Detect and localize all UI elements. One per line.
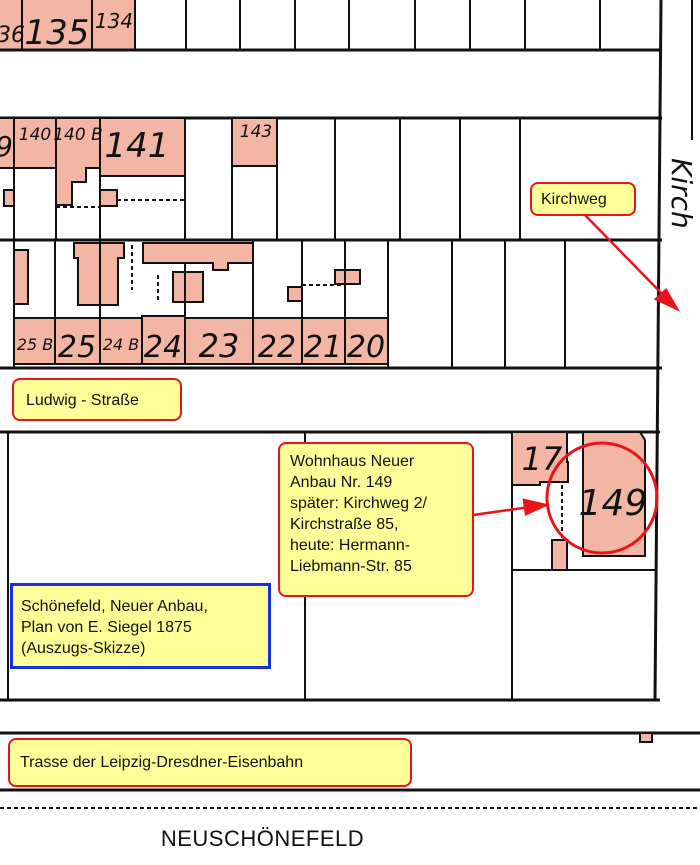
lot-number: 25 — [58, 330, 96, 365]
lot-number-149: 149 — [579, 483, 648, 524]
lot-number: 140 — [19, 125, 51, 145]
callout-line: Anbau Nr. 149 — [290, 474, 393, 491]
arrow-kirchweg — [584, 214, 681, 312]
lot-number: 141 — [105, 126, 170, 166]
lot-number: 17 — [522, 440, 563, 478]
lot-24 — [141, 315, 186, 365]
callout-line: Liebmann-Str. 85 — [290, 558, 412, 575]
outbuilding — [334, 269, 361, 285]
outbuilding — [13, 249, 29, 305]
callout-line: später: Kirchweg 2/ — [290, 495, 427, 512]
lot-23 — [184, 317, 254, 365]
label-railway: Trasse der Leipzig-Dresdner-Eisenbahn — [8, 738, 412, 787]
lot-number: 25 B — [17, 335, 53, 354]
callout-wohnhaus-149: Wohnhaus Neuer Anbau Nr. 149 später: Kir… — [278, 442, 474, 597]
lot-number: 24 B — [103, 335, 139, 354]
outbuilding — [3, 189, 15, 207]
district-title: NEUSCHÖNEFELD — [160, 826, 365, 851]
outbuilding — [142, 242, 254, 271]
lot-20 — [344, 317, 389, 365]
outbuilding — [172, 271, 204, 303]
map-caption: Schönefeld, Neuer Anbau, Plan von E. Sie… — [10, 583, 271, 669]
caption-line: (Auszugs-Skizze) — [21, 640, 146, 657]
lot-135 — [21, 0, 93, 51]
kirch-street-edge — [653, 0, 663, 701]
lot-number: 22 — [258, 330, 296, 365]
lot-number: 9 — [0, 130, 13, 163]
label-kirchweg: Kirchweg — [530, 182, 636, 216]
outbuilding — [287, 286, 303, 302]
caption-line: Plan von E. Siegel 1875 — [21, 619, 192, 636]
lot-number: 24 — [144, 330, 182, 365]
lot-140 — [13, 117, 57, 169]
lot-number: 36 — [0, 23, 25, 48]
caption-line: Schönefeld, Neuer Anbau, — [21, 598, 208, 615]
lot-149 — [582, 431, 646, 557]
lot-number: 140 B — [53, 125, 103, 145]
lot-number: 20 — [347, 330, 385, 365]
label-ludwig-strasse: Ludwig - Straße — [12, 378, 182, 421]
callout-line: Wohnhaus Neuer — [290, 453, 415, 470]
lot-25 — [54, 317, 101, 365]
lot-number: 135 — [25, 13, 90, 53]
outbuilding — [639, 732, 653, 743]
highlight-circle — [545, 441, 659, 555]
street-name-kirch: Kirch — [665, 158, 698, 229]
callout-line: Kirchstraße 85, — [290, 516, 399, 533]
lot-21 — [301, 317, 346, 365]
middle-block-lines — [13, 118, 521, 240]
lower-lot-numbers: 25 B 25 24 B 24 23 22 21 20 — [17, 327, 385, 365]
arrow-wohnhaus — [472, 498, 550, 517]
outbuilding — [551, 539, 568, 571]
lot-22 — [252, 317, 303, 365]
lot-number: 134 — [95, 9, 133, 33]
top-block-lines — [185, 0, 601, 50]
lot-number: 21 — [304, 330, 342, 365]
lot-number: 143 — [240, 122, 272, 142]
lot-number: 23 — [199, 327, 240, 365]
outbuilding — [99, 189, 118, 207]
lower-block-lines — [13, 240, 566, 368]
lot-24b — [99, 317, 143, 365]
callout-line: heute: Hermann- — [290, 537, 411, 554]
